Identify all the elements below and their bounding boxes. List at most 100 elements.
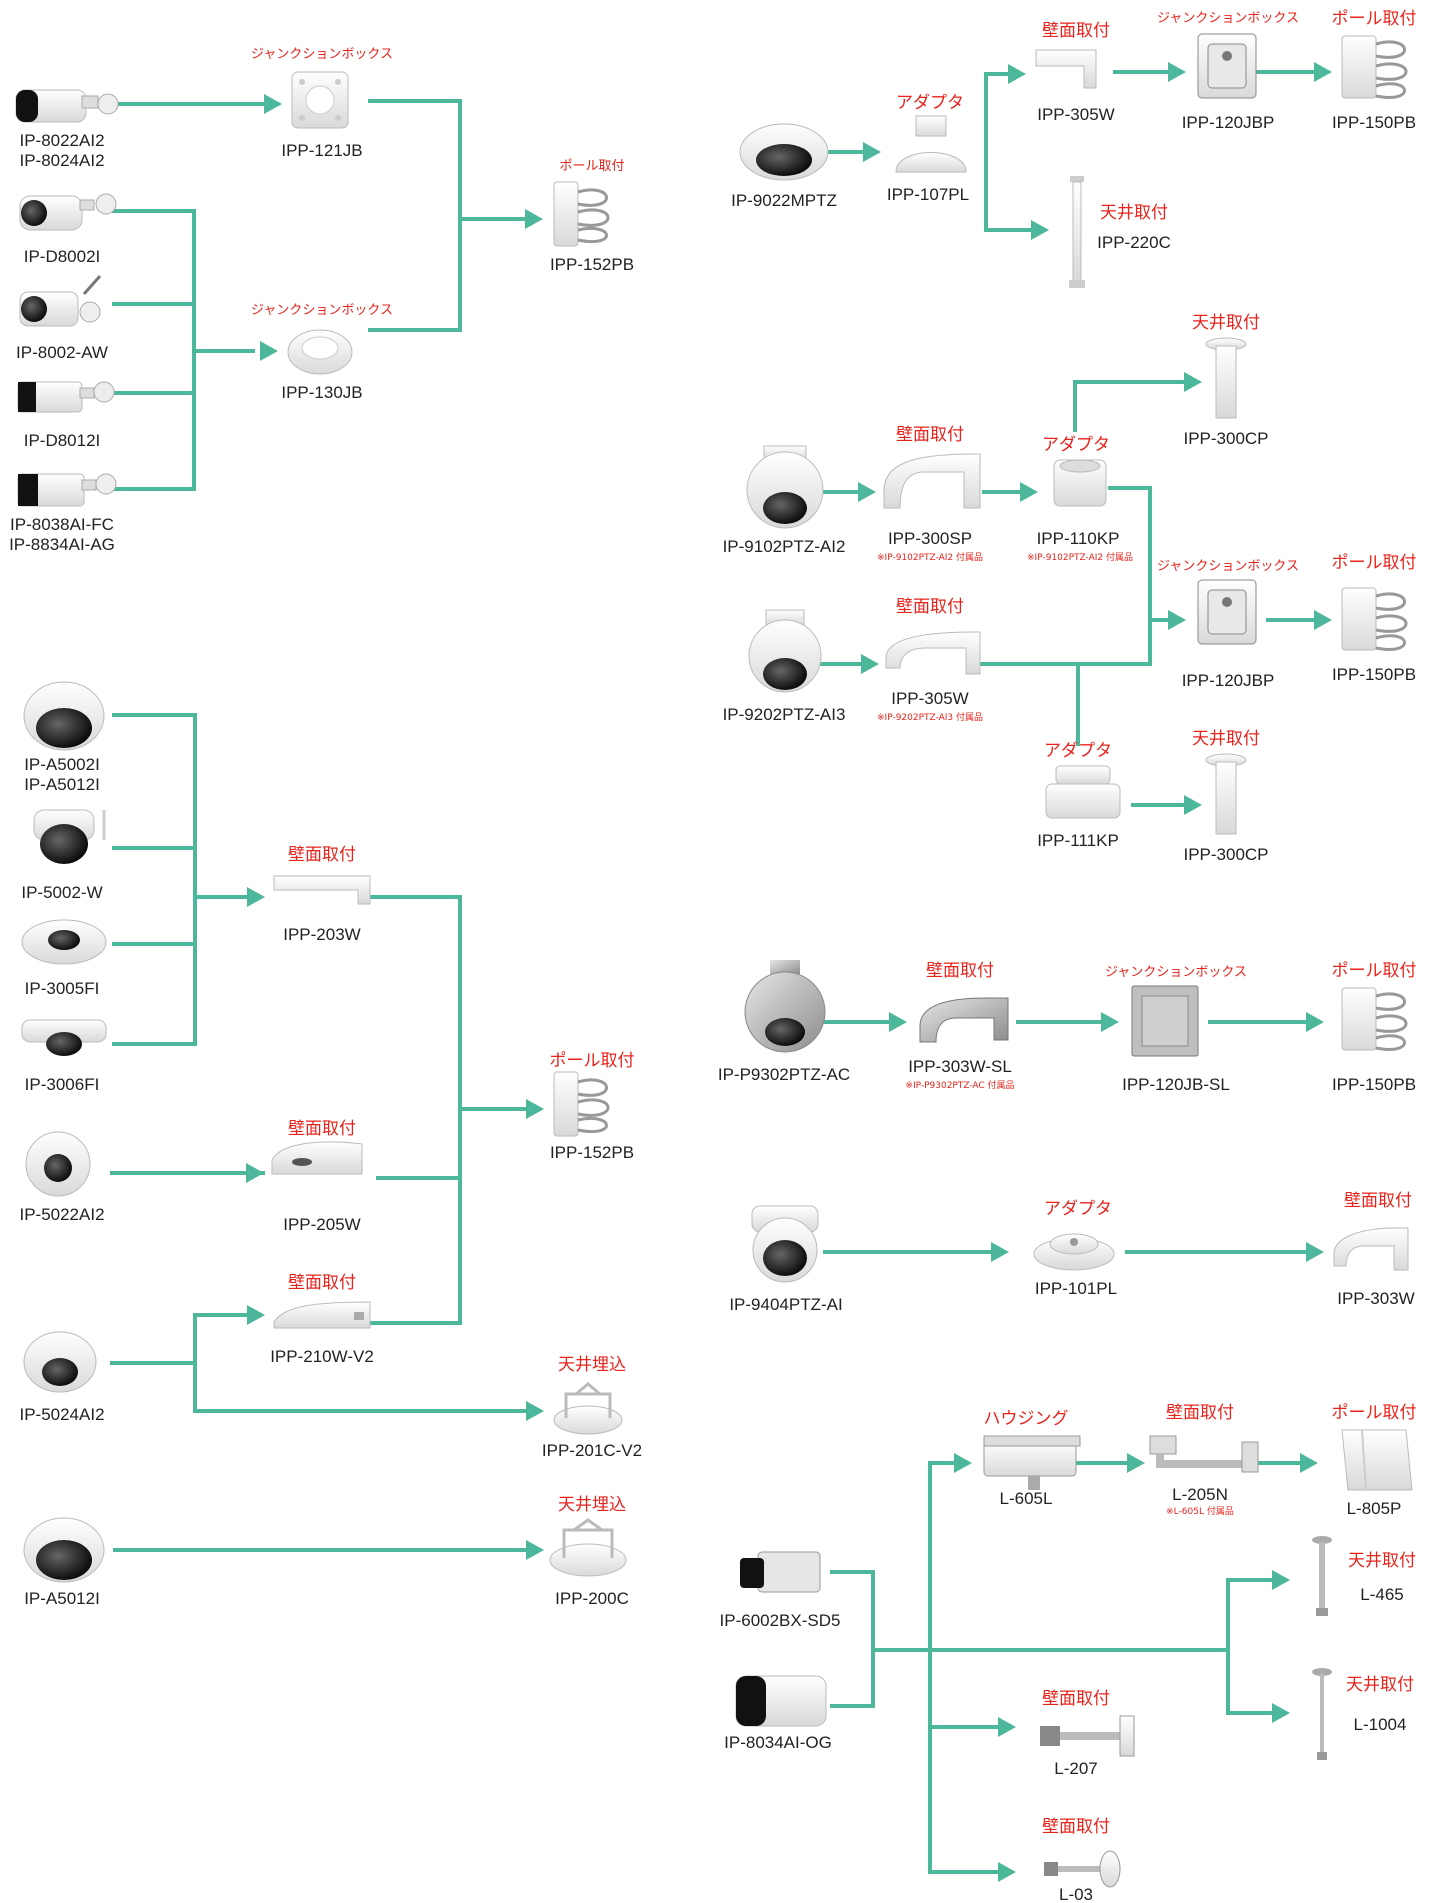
dome-camera-icon <box>26 1132 90 1196</box>
category-label: ポール取付 <box>1332 553 1417 573</box>
camera-label: IP-P9302PTZ-AC <box>718 1065 850 1084</box>
camera-label: IP-5002-W <box>21 883 102 902</box>
accessory-label: IPP-111KP <box>1037 831 1119 850</box>
category-label: 壁面取付 <box>1166 1403 1234 1423</box>
accessory-label: IPP-300CP <box>1183 429 1268 448</box>
camera-label: IP-A5002I <box>24 755 100 774</box>
junction-box-icon <box>1132 986 1198 1056</box>
camera-label: IP-6002BX-SD5 <box>720 1611 841 1630</box>
ceiling-mount-icon <box>1312 1668 1332 1760</box>
category-label: アダプタ <box>896 93 964 113</box>
accessory-label: IPP-303W <box>1337 1289 1414 1308</box>
camera-label: IP-A5012I <box>24 775 100 794</box>
ptz-camera-icon <box>749 610 821 692</box>
camera-label: IP-A5012I <box>24 1589 100 1608</box>
arrowhead <box>1306 1242 1324 1262</box>
arrowhead <box>1314 610 1332 630</box>
arrowhead <box>264 94 282 114</box>
accessory-note: ※IP-P9302PTZ-AC 付属品 <box>905 1080 1014 1091</box>
connector <box>930 1463 1002 1872</box>
bullet-camera-icon <box>736 1676 826 1726</box>
category-label: ジャンクションボックス <box>251 303 393 318</box>
accessory-label: IPP-152PB <box>550 255 634 274</box>
accessory-label: IPP-101PL <box>1035 1279 1117 1298</box>
pole-mount-icon <box>1342 988 1406 1050</box>
camera-label: IP-8024AI2 <box>19 151 104 170</box>
camera-label: IP-9202PTZ-AI3 <box>723 705 846 724</box>
category-label: ジャンクションボックス <box>251 47 393 62</box>
arrowhead <box>998 1717 1016 1737</box>
bullet-camera-icon <box>16 90 118 122</box>
arrowhead <box>1008 64 1026 84</box>
arrowhead <box>1272 1703 1290 1723</box>
category-label: 壁面取付 <box>1042 1689 1110 1709</box>
category-label: 壁面取付 <box>1042 1817 1110 1837</box>
ceiling-mount-icon <box>1069 176 1085 288</box>
ptz-camera-icon <box>752 1206 818 1282</box>
category-label: 壁面取付 <box>896 425 964 445</box>
arrowhead <box>525 209 543 229</box>
arrowhead <box>260 341 278 361</box>
category-label: ポール取付 <box>559 159 624 174</box>
arrowhead <box>1127 1453 1145 1473</box>
adapter-icon <box>896 116 966 172</box>
arrowhead <box>991 1242 1009 1262</box>
housing-icon <box>984 1436 1080 1490</box>
category-label: ポール取付 <box>550 1051 635 1071</box>
wall-mount-icon <box>274 876 370 904</box>
ceiling-mount-icon <box>1312 1536 1332 1616</box>
camera-label: IP-5024AI2 <box>19 1405 104 1424</box>
category-label: ハウジング <box>984 1409 1069 1429</box>
arrowhead <box>247 1305 265 1325</box>
category-label: ジャンクションボックス <box>1105 965 1247 980</box>
accessory-label: L-605L <box>1000 1489 1053 1508</box>
ptz-mini-camera-icon <box>740 124 828 180</box>
accessory-label: L-1004 <box>1354 1715 1407 1734</box>
camera-label: IP-3006FI <box>25 1075 100 1094</box>
accessory-label: IPP-303W-SL <box>908 1057 1012 1076</box>
category-label: 天井取付 <box>1348 1551 1416 1571</box>
arrowhead <box>998 1862 1016 1882</box>
accessory-label: IPP-220C <box>1097 233 1171 252</box>
arrowhead <box>1314 62 1332 82</box>
ceiling-flush-mount-icon <box>550 1520 626 1576</box>
category-label: 壁面取付 <box>288 1273 356 1293</box>
pole-mount-icon <box>1342 588 1406 650</box>
category-label: 壁面取付 <box>288 845 356 865</box>
category-label: 壁面取付 <box>926 961 994 981</box>
category-label: 天井取付 <box>1192 729 1260 749</box>
accessory-label: IPP-305W <box>1037 105 1114 124</box>
ceiling-mount-icon <box>1206 754 1246 834</box>
device-labels: IP-8022AI2 IP-8024AI2 IP-D8002I IP-8002-… <box>9 9 1416 1903</box>
pole-mount-icon <box>554 182 608 246</box>
accessory-label: IPP-152PB <box>550 1143 634 1162</box>
accessory-label: IPP-200C <box>555 1589 629 1608</box>
arrowhead <box>1184 795 1202 815</box>
accessory-label: L-03 <box>1059 1885 1093 1903</box>
accessory-label: IPP-203W <box>283 925 360 944</box>
arrowhead <box>1031 220 1049 240</box>
fisheye-camera-icon <box>22 1020 106 1056</box>
accessory-label: L-465 <box>1360 1585 1403 1604</box>
category-label: アダプタ <box>1042 435 1110 455</box>
arrowhead <box>1184 372 1202 392</box>
connector <box>986 74 1035 230</box>
ceiling-mount-icon <box>1206 338 1246 418</box>
accessory-label: L-805P <box>1347 1499 1402 1518</box>
wall-mount-icon <box>886 632 980 674</box>
category-label: アダプタ <box>1044 741 1112 761</box>
camera-label: IP-8834AI-AG <box>9 535 115 554</box>
category-label: ポール取付 <box>1332 1403 1417 1423</box>
arrowhead <box>954 1453 972 1473</box>
connector <box>820 620 1172 746</box>
accessory-label: IPP-110KP <box>1037 529 1120 548</box>
arrowhead <box>247 887 265 907</box>
device-illustrations <box>16 34 1412 1887</box>
accessory-note: ※IP-9102PTZ-AI2 付属品 <box>1027 552 1133 563</box>
accessory-label: IPP-150PB <box>1332 1075 1416 1094</box>
camera-label: IP-D8012I <box>24 431 101 450</box>
wall-mount-icon <box>274 1302 370 1328</box>
arrowhead <box>246 1163 264 1183</box>
junction-box-icon <box>1198 34 1256 98</box>
accessory-label: IPP-305W <box>891 689 968 708</box>
